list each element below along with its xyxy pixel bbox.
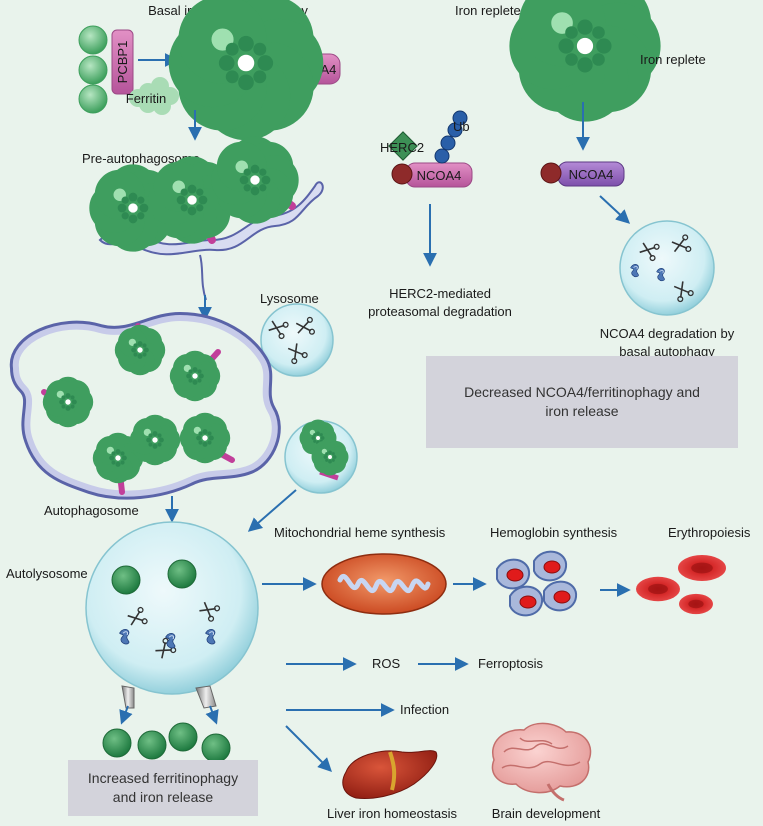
brain-stem bbox=[546, 783, 565, 802]
brain-outline bbox=[491, 722, 592, 794]
ncoa4-degradation-label-1: NCOA4 degradation by bbox=[600, 326, 735, 341]
arrow-to-liver bbox=[285, 725, 332, 772]
brain-gyri bbox=[501, 737, 581, 769]
heme-group bbox=[543, 560, 561, 574]
released-iron bbox=[102, 728, 132, 758]
released-iron bbox=[168, 722, 198, 752]
herc2-label: HERC2 bbox=[380, 140, 424, 155]
ncoa4-label-herc2: NCOA4 bbox=[417, 168, 462, 183]
increased-ferritinophagy-box: Increased ferritinophagy and iron releas… bbox=[68, 760, 258, 816]
autolysosome bbox=[85, 521, 259, 695]
ub-bead bbox=[440, 135, 456, 151]
arrow-vesicle-to-autolysosome bbox=[247, 489, 297, 532]
hemoglobin-label: Hemoglobin synthesis bbox=[490, 525, 618, 540]
ferroptosis-label: Ferroptosis bbox=[478, 656, 544, 671]
ncoa4-label-replete: NCOA4 bbox=[569, 167, 614, 182]
cargo-ball-herc2 bbox=[391, 163, 413, 185]
ub-label: Ub bbox=[453, 119, 470, 134]
pre-autophagosome-label: Pre-autophagosome bbox=[82, 151, 200, 166]
fe-ball bbox=[78, 25, 108, 55]
ncoa4-degradation-label-2: basal autophagy bbox=[619, 344, 715, 359]
lysosome-label: Lysosome bbox=[260, 291, 319, 306]
lysosome bbox=[260, 303, 334, 377]
arrow-iron-release-left bbox=[119, 705, 133, 725]
autolysosome-label: Autolysosome bbox=[6, 566, 88, 581]
mito-heme-label: Mitochondrial heme synthesis bbox=[274, 525, 446, 540]
ferritin-subunit bbox=[129, 89, 147, 107]
ros-label: ROS bbox=[372, 656, 401, 671]
herc2-protein bbox=[388, 131, 418, 161]
ferritin-cage-icon bbox=[102, 442, 134, 474]
red-blood-cell-icon bbox=[678, 555, 726, 581]
ferritin-cage-icon bbox=[227, 152, 283, 208]
fe-ball bbox=[78, 55, 108, 85]
brain-label: Brain development bbox=[492, 806, 601, 821]
released-iron bbox=[201, 733, 231, 763]
membrane-tail bbox=[199, 254, 207, 301]
iron-ball bbox=[111, 565, 141, 595]
liver-label: Liver iron homeostasis bbox=[327, 806, 458, 821]
iron-exit-pore-left bbox=[121, 685, 135, 709]
increased-box-text: Increased ferritinophagy and iron releas… bbox=[87, 770, 239, 805]
ferritin-cage-icon bbox=[318, 445, 342, 469]
erythropoiesis-label: Erythropoiesis bbox=[668, 525, 751, 540]
ub-bead bbox=[434, 148, 450, 164]
liver-icon bbox=[342, 750, 438, 799]
red-blood-cell-icon bbox=[679, 593, 713, 615]
ferritin-cage-icon bbox=[124, 334, 156, 366]
arrow-to-basal-autophagy bbox=[599, 195, 631, 224]
ferritin-cage-icon bbox=[52, 386, 84, 418]
heme-group bbox=[553, 590, 571, 604]
ferritin-subunit bbox=[143, 87, 161, 105]
brain-icon bbox=[491, 722, 592, 802]
ubiquitin-icon bbox=[434, 110, 468, 164]
ferritin-cage-icon bbox=[179, 360, 211, 392]
ferritin-cage-icon bbox=[189, 422, 221, 454]
ub-bead bbox=[452, 110, 468, 126]
liver-ligament bbox=[388, 751, 397, 791]
ferritin-cage-top bbox=[196, 13, 295, 112]
iron-replete-title: Iron replete bbox=[455, 3, 521, 18]
iron-replete-side-label: Iron replete bbox=[640, 52, 706, 67]
decreased-ferritinophagy-box: Decreased NCOA4/ferritinophagy and iron … bbox=[426, 356, 738, 448]
autophagosome-label: Autophagosome bbox=[44, 503, 139, 518]
iron-exit-pore-right bbox=[195, 685, 217, 709]
herc2-degradation-label-2: proteasomal degradation bbox=[368, 304, 512, 319]
decreased-box-text: Decreased NCOA4/ferritinophagy and iron … bbox=[464, 384, 700, 419]
pcbp1-label-left: PCBP1 bbox=[115, 41, 130, 84]
herc2-degradation-label-1: HERC2-mediated bbox=[389, 286, 491, 301]
ferritin-blob bbox=[129, 77, 179, 115]
heme-group bbox=[519, 595, 537, 609]
fe-ball bbox=[78, 84, 108, 114]
ferritin-cage-replete bbox=[536, 0, 633, 95]
infection-label: Infection bbox=[400, 702, 449, 717]
pre-autophagosome-membrane bbox=[98, 181, 324, 256]
arrow-iron-release-right bbox=[205, 705, 219, 725]
cargo-ball-replete bbox=[540, 162, 562, 184]
iron-ball bbox=[167, 559, 197, 589]
pcbp1-protein-left bbox=[111, 29, 134, 95]
mitochondrial-cristae bbox=[337, 574, 431, 594]
red-blood-cell-icon bbox=[636, 576, 680, 602]
released-iron bbox=[137, 730, 167, 760]
ferritin-label: Ferritin bbox=[126, 91, 166, 106]
ferritin-cage-icon bbox=[139, 424, 171, 456]
heme-group bbox=[506, 568, 524, 582]
hemoglobin-icon bbox=[496, 550, 578, 617]
